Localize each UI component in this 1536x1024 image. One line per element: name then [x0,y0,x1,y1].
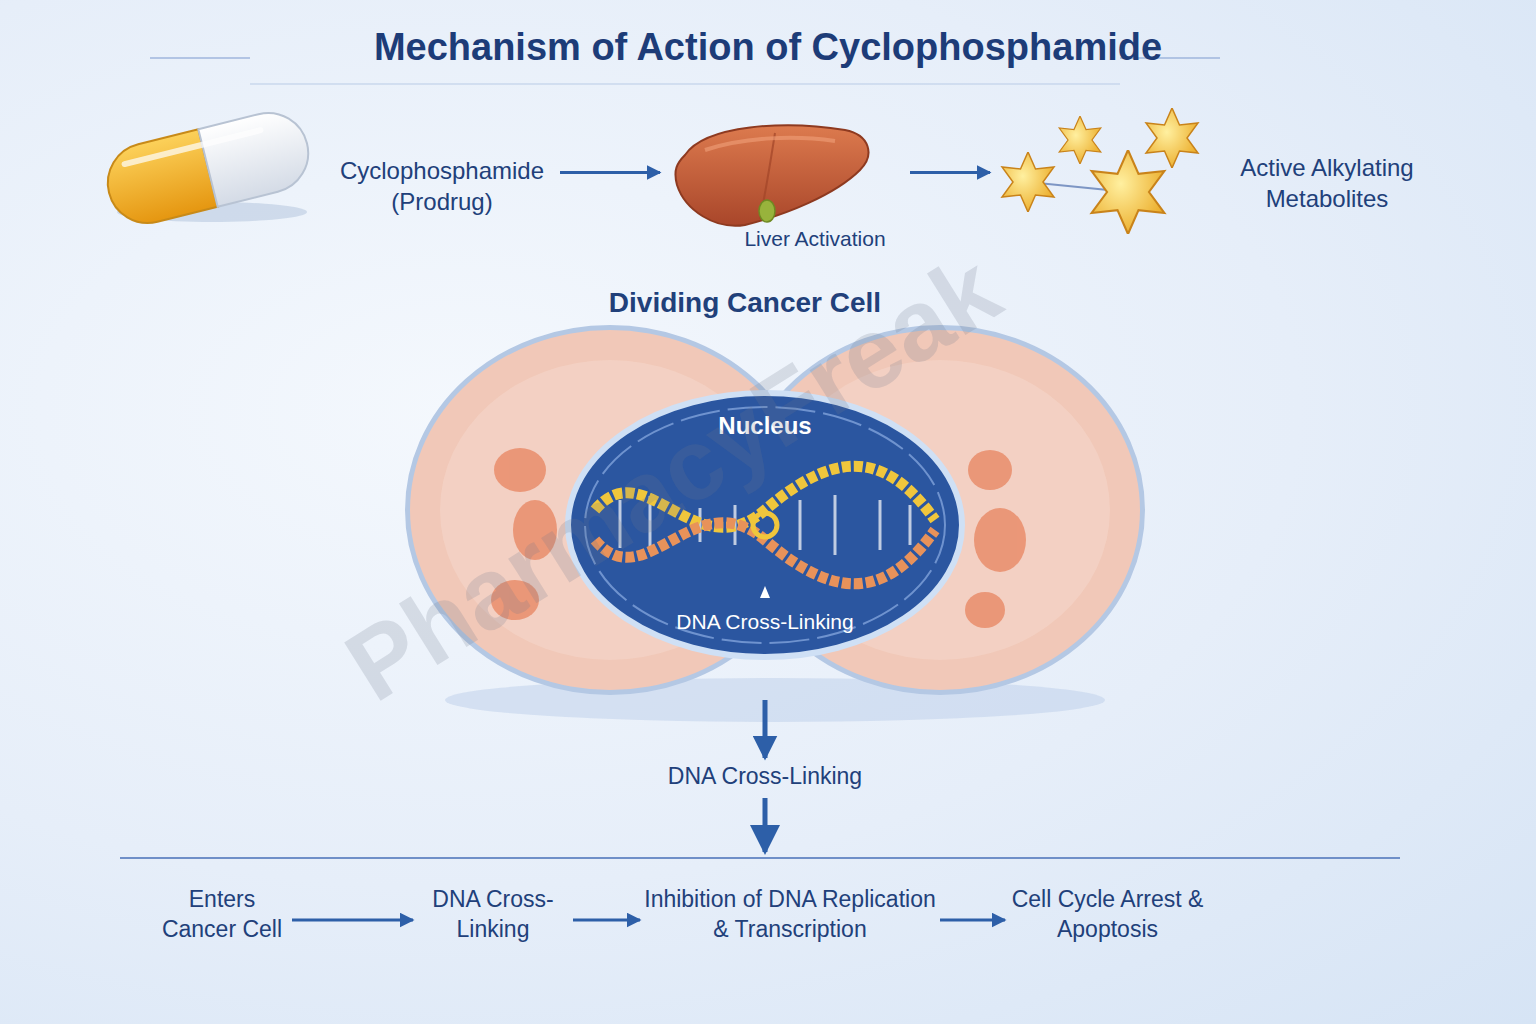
node-label: Cyclophosphamide (Prodrug) [322,155,562,217]
step-node: Cell Cycle Arrest & Apoptosis [1005,885,1210,955]
flow-arrow [763,798,768,852]
flow-arrow [560,171,660,174]
step-node: DNA Cross-Linking [640,758,890,794]
metabolite-node: Active Alkylating Metabolites [990,100,1450,235]
node-label: Nucleus [565,410,965,441]
flow-arrow [940,919,1005,922]
step-node: Enters Cancer Cell [152,885,292,955]
liver-illustration [675,125,868,225]
flow-arrow [292,919,413,922]
node-label: Cell Cycle Arrest & Apoptosis [1005,885,1210,945]
node-label: Active Alkylating Metabolites [1207,152,1447,214]
step-node: DNA Cross-Linking [413,885,573,955]
diagram-title: Mechanism of Action of Cyclophosphamide [0,26,1536,69]
step-node: Inhibition of DNA Replication & Transcri… [640,885,940,955]
node-label: Liver Activation [715,225,915,252]
cell-node: Dividing Cancer CellNucleusDNA Cross-Lin… [405,280,1145,700]
cell-heading: Dividing Cancer Cell [375,285,1115,321]
metabolite-stars [1002,108,1198,234]
node-label: DNA Cross-Linking [640,762,890,792]
divider-line [120,857,1400,859]
node-label: Enters Cancer Cell [152,885,292,945]
node-label: DNA Cross-Linking [413,885,573,945]
drug-node: Cyclophosphamide (Prodrug) [100,110,560,235]
organ-node: Liver Activation [660,110,910,255]
node-label: DNA Cross-Linking [565,608,965,635]
flow-arrow [910,171,990,174]
nucleus-node: NucleusDNA Cross-Linking [565,390,965,660]
flow-arrow [763,700,768,758]
capsule-illustration [99,105,316,232]
flow-arrow [573,919,640,922]
node-label: Inhibition of DNA Replication & Transcri… [640,885,940,945]
